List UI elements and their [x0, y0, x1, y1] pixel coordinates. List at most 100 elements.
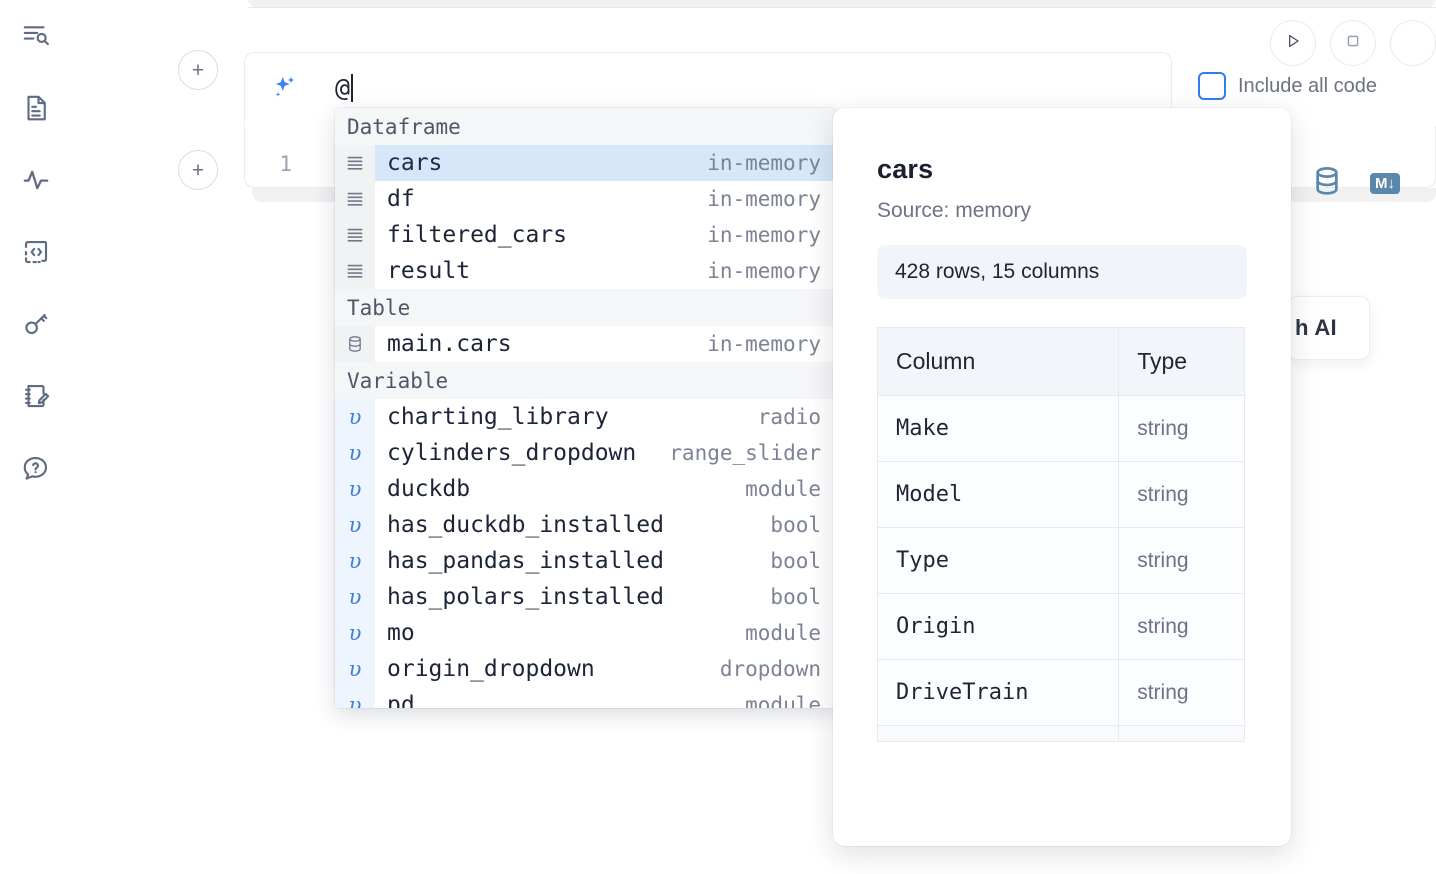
variable-upsilon-icon: υ	[335, 579, 375, 615]
schema-column-name: Type	[876, 527, 1120, 594]
dataframe-rows-icon	[335, 145, 375, 181]
variable-upsilon-icon: υ	[335, 615, 375, 651]
info-panel-source: Source: memory	[877, 199, 1032, 222]
autocomplete-item-name: filtered_cars	[387, 222, 568, 248]
autocomplete-item-body: has_polars_installed bool	[375, 579, 835, 615]
line-number: 1	[279, 152, 292, 176]
add-cell-above-button[interactable]: +	[178, 50, 218, 90]
autocomplete-item[interactable]: cars in-memory	[335, 145, 835, 181]
autocomplete-item-type: bool	[770, 585, 821, 609]
code-snippets-icon	[21, 237, 51, 267]
autocomplete-item[interactable]: filtered_cars in-memory	[335, 217, 835, 253]
include-all-code-row[interactable]: Include all code	[1198, 72, 1377, 100]
autocomplete-item[interactable]: υ has_duckdb_installed bool	[335, 507, 835, 543]
schema-column-type: string	[1118, 527, 1245, 594]
autocomplete-item-type: range_slider	[669, 441, 821, 465]
autocomplete-item[interactable]: υ has_polars_installed bool	[335, 579, 835, 615]
sidebar-rail	[0, 0, 72, 874]
autocomplete-item-name: charting_library	[387, 404, 609, 430]
autocomplete-item-type: module	[745, 693, 821, 708]
explore-outline-icon	[21, 21, 51, 51]
autocomplete-item-type: in-memory	[707, 151, 821, 175]
sidebar-item-file[interactable]	[16, 88, 56, 128]
sidebar-item-activity[interactable]	[16, 160, 56, 200]
schema-column-type: string	[1118, 395, 1245, 462]
schema-column-header: Column	[876, 327, 1120, 396]
ai-prompt-value: @	[335, 73, 351, 102]
schema-type-header: Type	[1118, 327, 1245, 396]
include-all-code-checkbox[interactable]	[1198, 72, 1226, 100]
info-panel-stats: 428 rows, 15 columns	[877, 245, 1247, 299]
sidebar-item-help[interactable]	[16, 448, 56, 488]
schema-column-name: Origin	[876, 593, 1120, 660]
markdown-badge[interactable]: M↓	[1370, 173, 1400, 194]
add-cell-below-button[interactable]: +	[178, 150, 218, 190]
database-icon[interactable]	[1310, 164, 1344, 203]
autocomplete-item-type: bool	[770, 513, 821, 537]
autocomplete-group-header: Variable	[335, 362, 835, 399]
sidebar-item-secrets[interactable]	[16, 304, 56, 344]
variable-upsilon-icon: υ	[335, 435, 375, 471]
more-actions-button[interactable]	[1390, 20, 1436, 66]
autocomplete-item-body: cars in-memory	[375, 145, 835, 181]
schema-column-type: string	[1118, 659, 1245, 726]
sidebar-item-snippets[interactable]	[16, 232, 56, 272]
autocomplete-item-type: module	[745, 621, 821, 645]
include-all-code-label: Include all code	[1238, 74, 1377, 97]
autocomplete-item-name: has_pandas_installed	[387, 548, 664, 574]
variable-upsilon-icon: υ	[335, 399, 375, 435]
key-secrets-icon	[21, 309, 51, 339]
ai-prompt-text[interactable]: @	[335, 73, 354, 102]
autocomplete-item-type: in-memory	[707, 332, 821, 356]
variable-upsilon-icon: υ	[335, 543, 375, 579]
generate-with-ai-chip[interactable]: h AI	[1288, 296, 1370, 360]
autocomplete-item-name: duckdb	[387, 476, 471, 502]
sidebar-item-scratchpad[interactable]	[16, 376, 56, 416]
plus-icon: +	[191, 58, 205, 82]
variable-upsilon-icon: υ	[335, 507, 375, 543]
activity-pulse-icon	[21, 165, 51, 195]
autocomplete-item-body: filtered_cars in-memory	[375, 217, 835, 253]
autocomplete-item-type: dropdown	[719, 657, 821, 681]
schema-table-row-partial	[876, 725, 1245, 742]
schema-column-type: string	[1118, 461, 1245, 528]
plus-icon: +	[191, 158, 205, 182]
autocomplete-item-name: has_duckdb_installed	[387, 512, 664, 538]
autocomplete-item-name: pd	[387, 692, 415, 708]
autocomplete-item[interactable]: main.cars in-memory	[335, 326, 835, 362]
autocomplete-item-name: cars	[387, 150, 443, 176]
schema-column-type-partial	[1118, 725, 1245, 742]
play-triangle-icon	[1283, 31, 1303, 56]
autocomplete-item-name: has_polars_installed	[387, 584, 664, 610]
dataframe-rows-icon	[335, 253, 375, 289]
run-cell-button[interactable]	[1270, 20, 1316, 66]
schema-column-type: string	[1118, 593, 1245, 660]
previous-cell-bottom	[248, 0, 1436, 8]
sidebar-item-outline[interactable]	[16, 16, 56, 56]
autocomplete-item-type: in-memory	[707, 223, 821, 247]
dataframe-info-panel: cars Source: memory 428 rows, 15 columns…	[833, 108, 1291, 846]
autocomplete-item-name: main.cars	[387, 331, 512, 357]
schema-column-name: DriveTrain	[876, 659, 1120, 726]
stop-cell-button[interactable]	[1330, 20, 1376, 66]
dataframe-rows-icon	[335, 217, 375, 253]
schema-column-name: Model	[876, 461, 1120, 528]
